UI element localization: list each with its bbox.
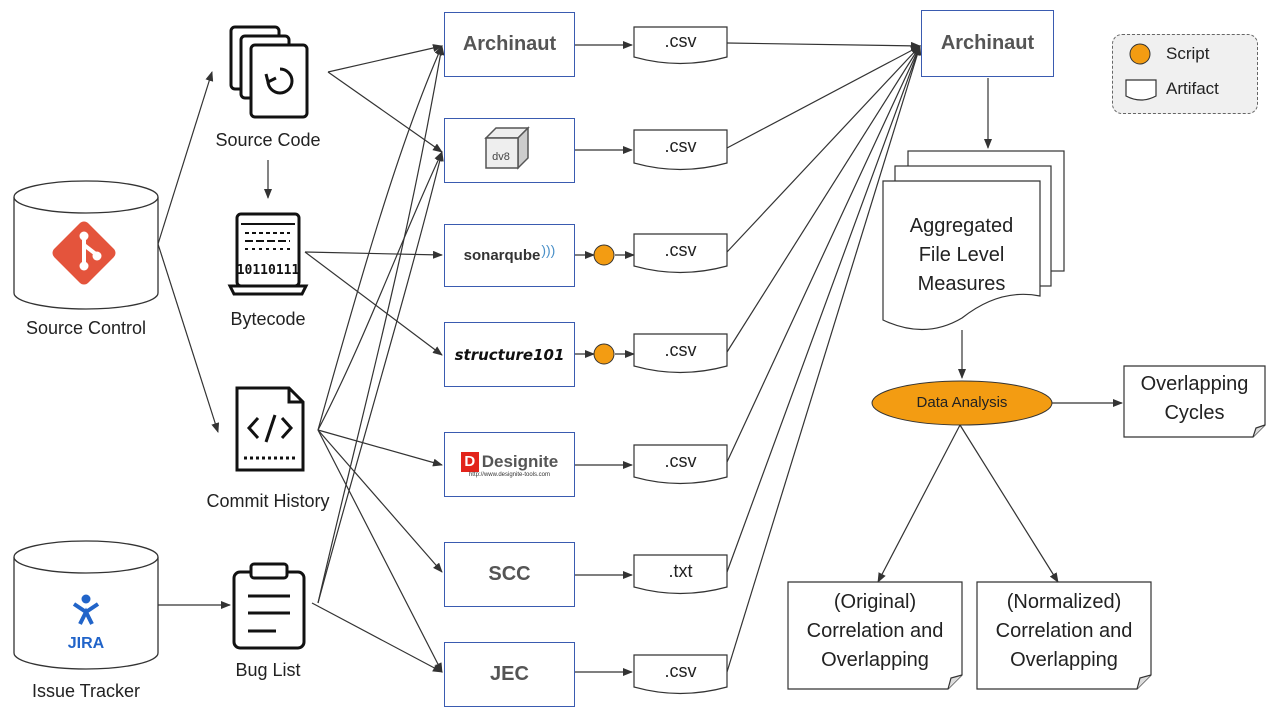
overlapping-cycles-line-2: Cycles <box>1164 402 1225 424</box>
artifact-sonarqube-text: .csv <box>664 240 697 260</box>
normalized-line-3: Overlapping <box>1010 649 1118 671</box>
legend-script-label: Script <box>1166 44 1210 63</box>
original-line-1: (Original) <box>833 591 917 613</box>
aggregated-measures-text: Aggregated File Level Measures <box>883 212 1040 299</box>
tool-archinaut: Archinaut <box>444 12 575 77</box>
artifact-archinaut-text: .csv <box>664 31 697 51</box>
aggregated-measures-stack <box>882 150 1065 331</box>
bytecode-label: Bytecode <box>230 309 306 329</box>
artifact-scc <box>633 554 728 595</box>
jira-icon: JIRA <box>68 594 105 652</box>
aggregated-line-1: Aggregated <box>909 215 1014 237</box>
artifact-structure101 <box>633 333 728 374</box>
artifact-shapes <box>633 26 728 695</box>
svg-text:10110111: 10110111 <box>237 263 300 278</box>
bug-list-icon <box>232 562 306 650</box>
tool-sonarqube: sonarqube ))) <box>444 224 575 287</box>
edge-source-to-dv8 <box>327 71 443 153</box>
source-control-label: Source Control <box>25 318 147 338</box>
script-sonarqube <box>593 244 615 266</box>
dv8-cube-icon: dv8 <box>484 126 530 170</box>
tool-scc-label: SCC <box>488 563 531 585</box>
edge-commits-to-archinaut <box>317 45 443 431</box>
script-structure101 <box>593 343 615 365</box>
artifact-designite <box>633 444 728 485</box>
edge-bugs-to-dv8 <box>317 151 444 604</box>
tool-structure101-label: structure101 <box>454 345 565 364</box>
data-analysis-label: Data Analysis <box>916 394 1008 411</box>
edge-git-to-commits <box>157 243 220 433</box>
artifact-designite-text: .csv <box>664 451 697 471</box>
aggregated-line-2: File Level <box>918 244 1005 266</box>
edge-bytecode-to-sonar <box>304 250 443 259</box>
script-circles <box>593 244 615 365</box>
svg-text:JIRA: JIRA <box>68 635 105 652</box>
artifact-archinaut <box>633 26 728 65</box>
tool-sonarqube-label: sonarqube <box>463 247 541 264</box>
legend-artifact-label: Artifact <box>1166 79 1219 98</box>
original-line-2: Correlation and <box>806 620 944 642</box>
artifact-sonarqube <box>633 233 728 274</box>
tool-designite: D Designite http://www.designite-tools.c… <box>444 432 575 497</box>
original-line-3: Overlapping <box>821 649 929 671</box>
bug-list-label: Bug List <box>235 660 301 680</box>
output-docs <box>787 365 1266 690</box>
tool-structure101: structure101 <box>444 322 575 387</box>
svg-text:dv8: dv8 <box>492 151 510 163</box>
artifact-jec-text: .csv <box>664 661 697 681</box>
commit-history-label: Commit History <box>206 491 330 511</box>
aggregated-line-3: Measures <box>917 273 1006 295</box>
artifact-jec <box>633 654 728 695</box>
edge-bugs-to-archinaut <box>317 45 445 604</box>
tool-designite-url: http://www.designite-tools.com <box>468 471 551 478</box>
artifact-scc-text: .txt <box>668 561 693 581</box>
designite-logo-icon: D <box>460 451 479 472</box>
tool-jec-label: JEC <box>490 663 529 685</box>
tool-jec: JEC <box>444 642 575 707</box>
tool-archinaut-label: Archinaut <box>462 33 557 55</box>
original-correlation-text: (Original) Correlation and Overlapping <box>788 588 962 675</box>
issue-tracker-label: Issue Tracker <box>31 681 141 701</box>
edge-git-to-source <box>157 71 214 245</box>
commit-history-icon <box>235 386 305 472</box>
git-icon <box>52 221 116 285</box>
connectors <box>157 41 1123 676</box>
overlapping-cycles-line-1: Overlapping <box>1140 373 1249 395</box>
edge-bytecode-to-s101 <box>304 251 443 356</box>
tool-scc: SCC <box>444 542 575 607</box>
sonarqube-wave-icon: ))) <box>541 241 556 258</box>
source-code-icon <box>229 25 309 119</box>
artifact-dv8 <box>633 129 728 171</box>
overlapping-cycles-text: Overlapping Cycles <box>1124 370 1265 428</box>
edge-source-to-archinaut <box>327 44 443 73</box>
edge-commits-to-jec <box>317 429 443 673</box>
legend-artifact-icon <box>1125 79 1157 101</box>
normalized-line-1: (Normalized) <box>1006 591 1122 613</box>
source-code-label: Source Code <box>215 130 321 150</box>
artifact-structure101-text: .csv <box>664 340 697 360</box>
artifact-dv8-text: .csv <box>664 136 697 156</box>
aggregator-archinaut-label: Archinaut <box>940 32 1035 54</box>
bytecode-icon: 10110111 <box>227 212 309 296</box>
edge-bugs-to-jec <box>311 602 443 673</box>
normalized-line-2: Correlation and <box>995 620 1133 642</box>
aggregator-archinaut: Archinaut <box>921 10 1054 77</box>
tool-dv8 <box>444 118 575 183</box>
normalized-correlation-text: (Normalized) Correlation and Overlapping <box>977 588 1151 675</box>
legend-script-icon <box>1129 43 1151 65</box>
data-analysis-node <box>871 380 1053 426</box>
edge-commits-to-dv8 <box>317 151 443 431</box>
edge-commits-to-designite <box>317 429 443 467</box>
edge-commits-to-scc <box>317 429 443 573</box>
tool-designite-label: Designite <box>481 451 559 471</box>
